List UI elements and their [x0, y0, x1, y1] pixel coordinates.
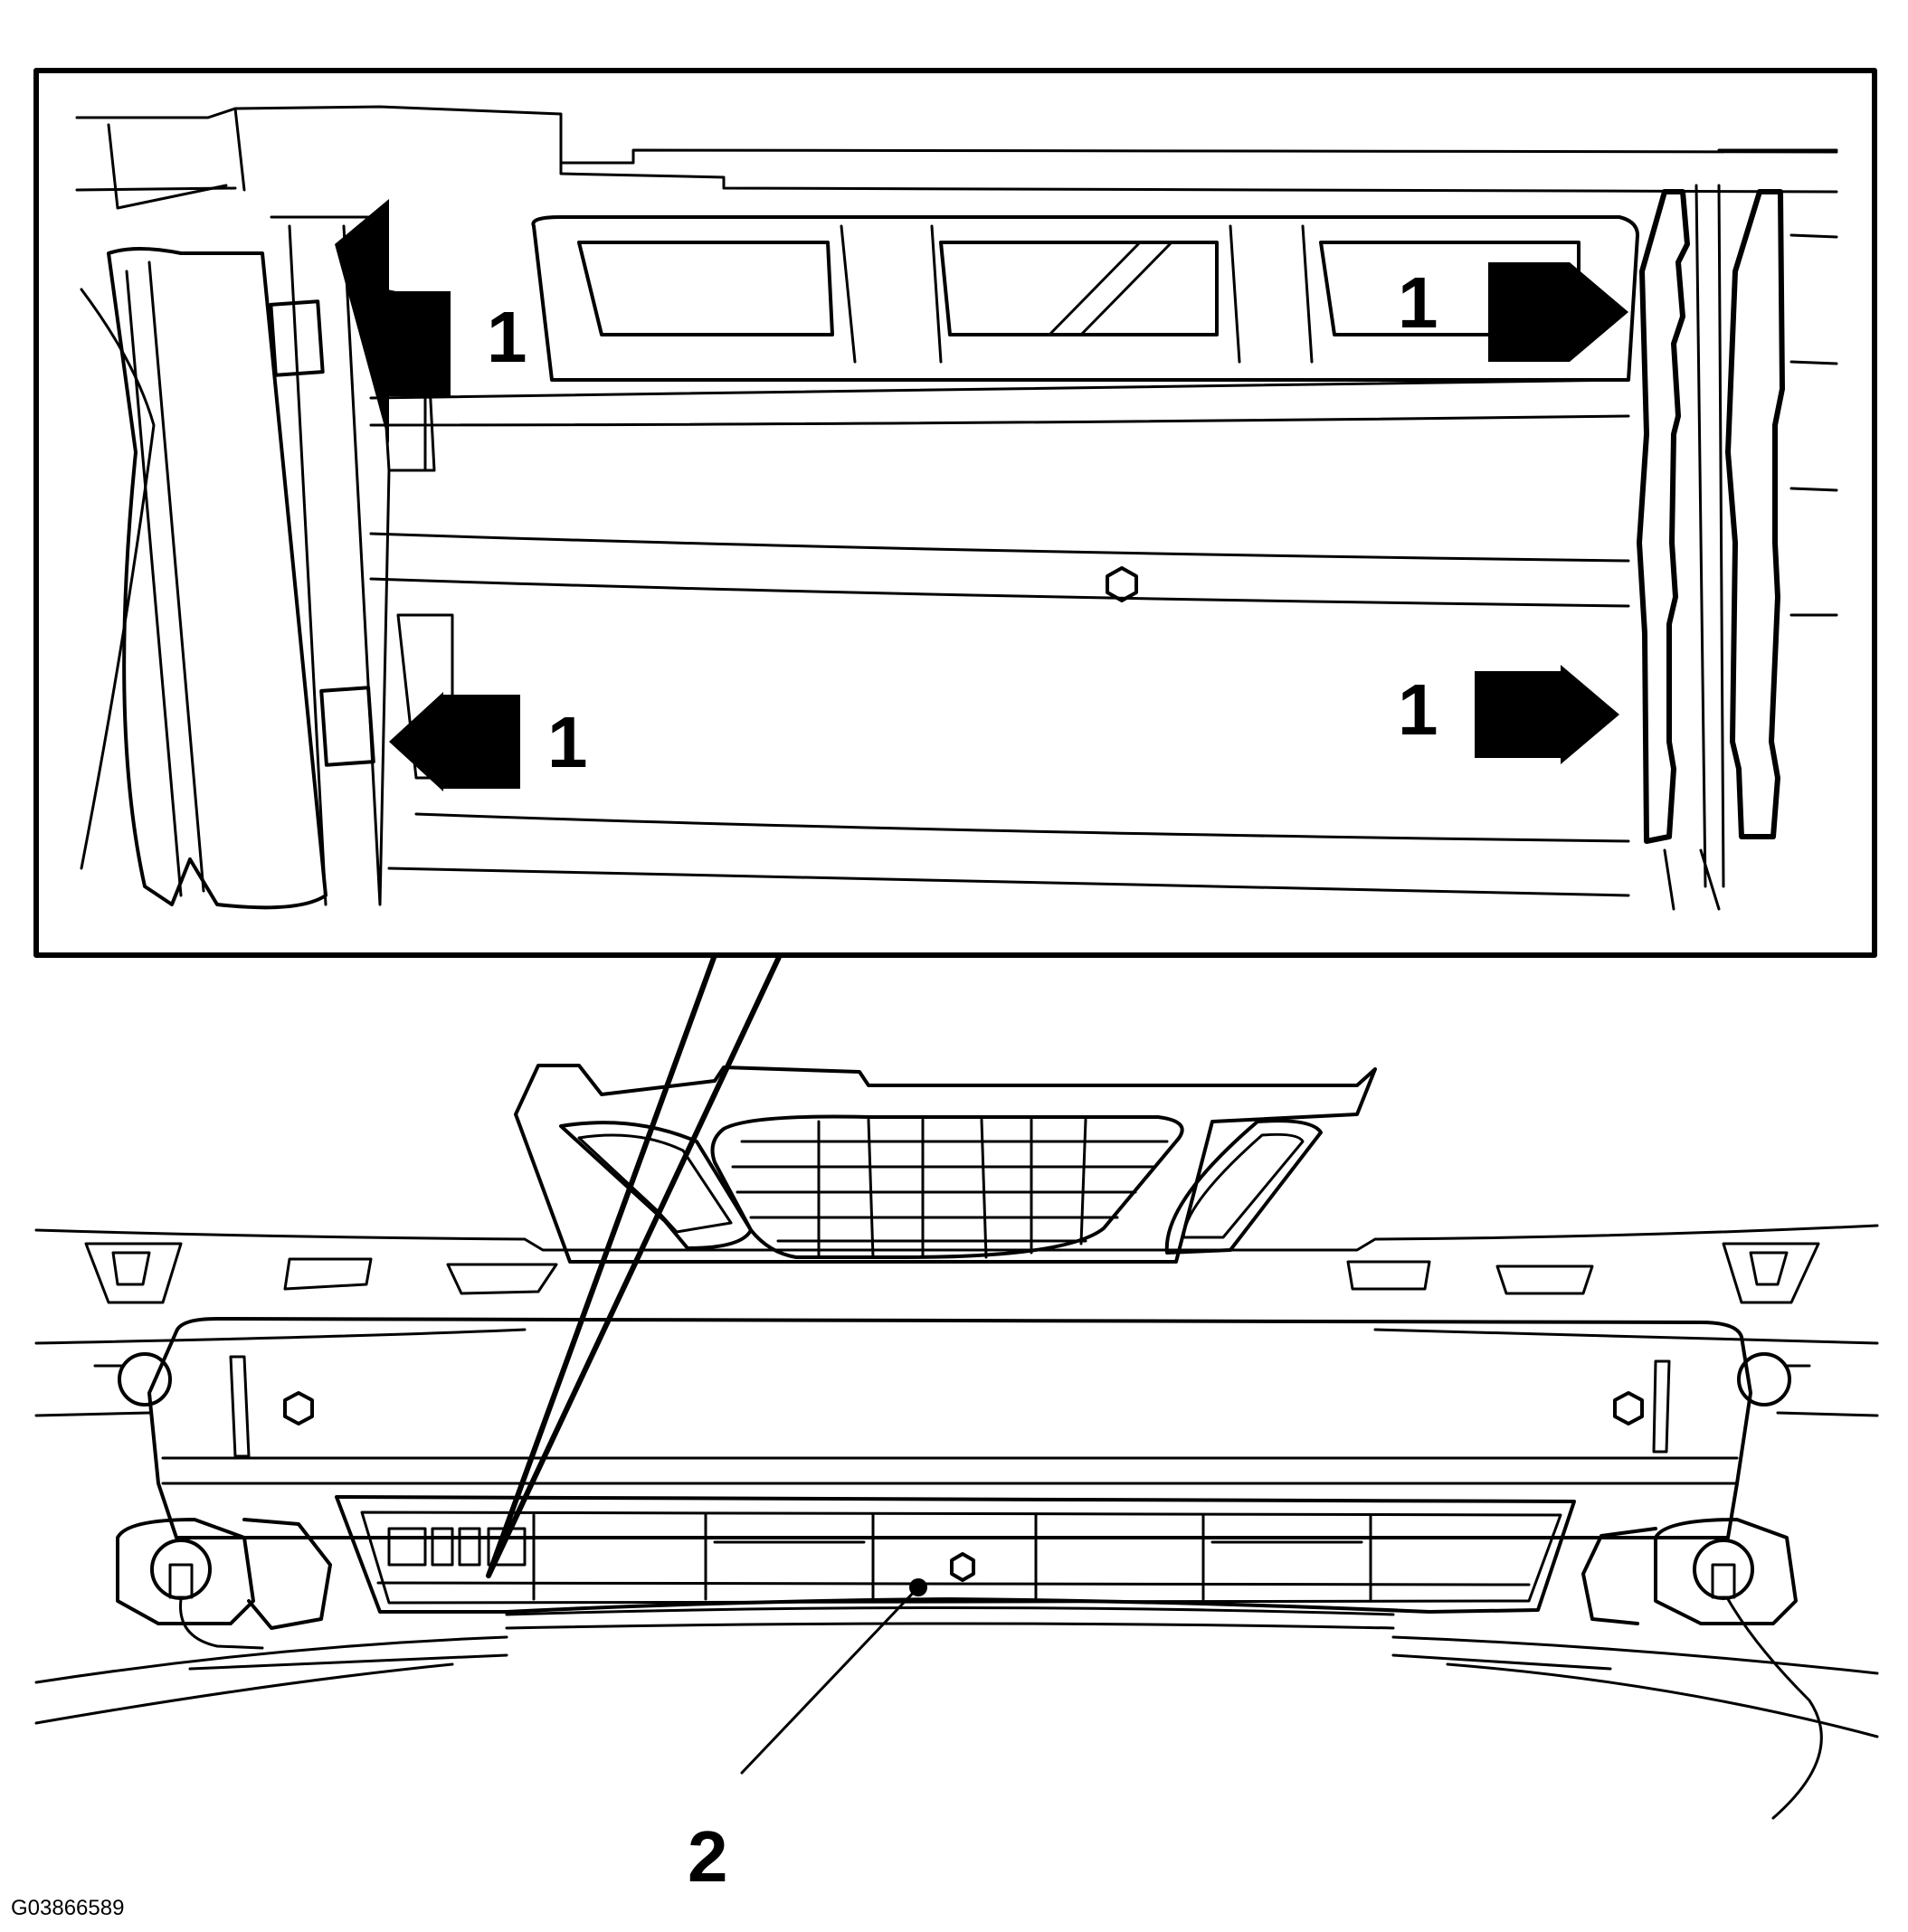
front-bumper-view — [34, 1064, 1879, 1820]
callout-1-bottom-right: 1 — [1398, 669, 1438, 750]
arrow-top-left — [335, 199, 451, 443]
center-grille — [710, 1114, 1184, 1259]
fog-lamp-right — [1581, 1518, 1823, 1820]
fastener-leader — [740, 1586, 920, 1775]
inset-clip-strip-right — [1725, 189, 1785, 839]
callout-1-bottom-left: 1 — [547, 702, 588, 782]
figure-id: G03866589 — [11, 1896, 125, 1920]
inset-leader — [486, 952, 783, 1578]
fog-lamp-left — [116, 1518, 332, 1650]
callout-1-top-left: 1 — [487, 297, 527, 377]
inset-bolt — [1106, 566, 1138, 602]
detail-inset — [33, 68, 1877, 958]
arrow-bottom-right — [1475, 665, 1619, 764]
inset-clip-strip-left — [1637, 189, 1690, 844]
callout-1-top-right: 1 — [1398, 262, 1438, 343]
arrow-bottom-left — [389, 692, 520, 791]
callout-2-fastener: 2 — [688, 1816, 728, 1897]
lower-grille — [335, 1495, 1576, 1614]
arrow-top-right — [1488, 262, 1628, 362]
inset-frame — [33, 68, 1877, 958]
